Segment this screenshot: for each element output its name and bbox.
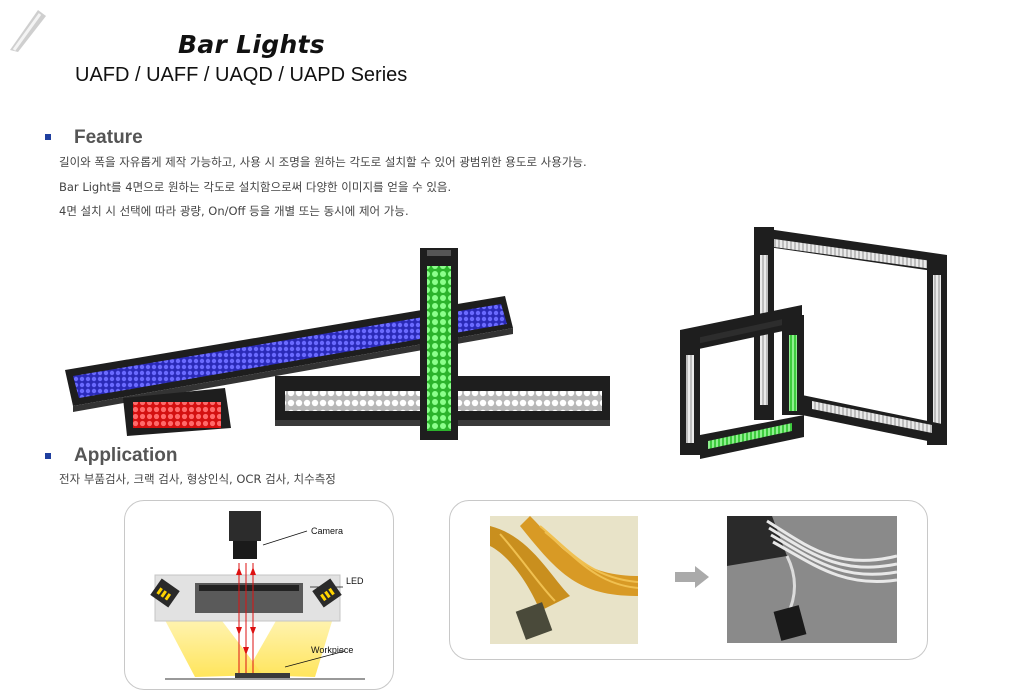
flex-cable-photo-before bbox=[490, 516, 638, 644]
feature-bullet bbox=[45, 134, 51, 140]
feature-heading: Feature bbox=[74, 127, 143, 148]
flex-cable-photo-after bbox=[727, 516, 897, 643]
bar-lights-product-image bbox=[65, 248, 610, 440]
square-frame-lights-image bbox=[680, 227, 947, 459]
workpiece-label: Workpiece bbox=[311, 645, 353, 655]
inspection-setup-diagram: Camera LED Workpiece bbox=[150, 511, 365, 680]
feature-line-3: 4면 설치 시 선택에 따라 광량, On/Off 등을 개별 또는 동시에 제… bbox=[59, 204, 409, 218]
feature-line-2: Bar Light를 4면으로 원하는 각도로 설치함으로써 다양한 이미지를 … bbox=[59, 180, 452, 194]
application-heading: Application bbox=[74, 445, 178, 466]
camera-label: Camera bbox=[311, 526, 343, 536]
arrow-right-icon bbox=[675, 566, 709, 588]
application-bullet bbox=[45, 453, 51, 459]
feature-line-1: 길이와 폭을 자유롭게 제작 가능하고, 사용 시 조명을 원하는 각도로 설치… bbox=[59, 155, 587, 169]
corner-decoration bbox=[10, 10, 46, 52]
page-title: Bar Lights bbox=[178, 30, 325, 59]
application-text: 전자 부품검사, 크랙 검사, 형상인식, OCR 검사, 치수측정 bbox=[59, 472, 336, 486]
series-subtitle: UAFD / UAFF / UAQD / UAPD Series bbox=[75, 64, 408, 86]
led-label: LED bbox=[346, 576, 364, 586]
